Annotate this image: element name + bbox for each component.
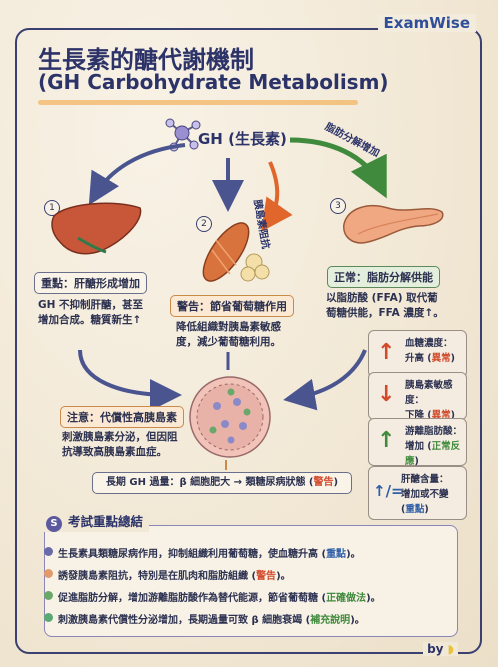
- node-1-desc-line2: 增加合成。糖質新生↑: [38, 314, 142, 326]
- islet-cell-icon: [189, 376, 271, 458]
- summary-item-2: 誘發胰島素阻抗，特別是在肌肉和脂肪組織 (警告)。: [44, 567, 291, 582]
- brand-logo: ExamWise: [377, 14, 476, 32]
- bullet-icon: [44, 547, 53, 556]
- hub-label: GH (生長素): [198, 130, 287, 148]
- title-chinese: 生長素的醣代謝機制: [38, 46, 254, 74]
- liver-icon: [51, 202, 142, 255]
- node-1-desc-line1: GH 不抑制肝醣，甚至: [38, 299, 144, 311]
- summary-item-4: 刺激胰島素代償性分泌增加，長期過量可致 β 細胞衰竭 (補充說明)。: [44, 611, 365, 626]
- node-1-box: 重點：肝醣形成增加: [34, 272, 147, 294]
- node-3-desc-line2: 萄糖供能，FFA 濃度↑。: [326, 307, 444, 319]
- node-2-desc-line2: 度，減少葡萄糖利用。: [176, 336, 281, 348]
- arrow-up-equal-icon: ↑/=: [373, 482, 404, 500]
- node-2-box: 警告：節省葡萄糖作用: [170, 295, 294, 317]
- long-term-tag: 警告: [313, 477, 334, 488]
- islet-desc-line2: 抗導致高胰島素血症。: [62, 446, 167, 458]
- muscle-fat-icon: [202, 222, 270, 282]
- step-number-3: 3: [330, 198, 346, 214]
- title-underline: [38, 100, 358, 105]
- title-english: (GH Carbohydrate Metabolism): [38, 70, 389, 94]
- bullet-icon: [44, 591, 53, 600]
- islet-desc-line1: 刺激胰島素分泌，但因阻: [62, 431, 178, 443]
- footer-credit: by ◗: [423, 642, 458, 656]
- summary-item-1: 生長素具類糖尿病作用，抑制組織利用葡萄糖，使血糖升高 (重點)。: [44, 545, 361, 560]
- side-card-insulin-sensitivity: ↓ 胰島素敏感度：下降 (異常): [368, 372, 467, 421]
- node-3-box: 正常：脂肪分解供能: [327, 266, 440, 288]
- summary-badge-icon: S: [46, 516, 62, 532]
- arrow-up-icon: ↑: [377, 340, 396, 365]
- long-term-warning: 長期 GH 過量：β 細胞肥大 → 類糖尿病狀態 (警告): [92, 472, 352, 494]
- side-card-blood-glucose: ↑ 血糖濃度：升高 (異常): [368, 330, 467, 378]
- side-card-ffa: ↑ 游離脂肪酸：增加 (正常反應): [368, 418, 467, 467]
- node-3-desc-line1: 以脂肪酸 (FFA) 取代葡: [326, 292, 438, 304]
- arrow-down-icon: ↓: [377, 382, 396, 407]
- side-card-glycogen: ↑/= 肝醣含量：增加或不變(重點): [368, 466, 467, 520]
- summary-panel: [44, 525, 458, 637]
- bullet-icon: [44, 569, 53, 578]
- arrow-up-icon: ↑: [377, 428, 396, 453]
- node-2-desc-line1: 降低組織對胰島素敏感: [176, 321, 281, 333]
- frame: [15, 28, 482, 654]
- summary-item-3: 促進脂肪分解，增加游離脂肪酸作為替代能源，節省葡萄糖 (正確做法)。: [44, 589, 381, 604]
- step-number-1: 1: [44, 200, 60, 216]
- step-number-2: 2: [196, 216, 212, 232]
- pancreas-icon: [343, 204, 444, 244]
- bullet-icon: [44, 613, 53, 622]
- banana-icon: ◗: [447, 642, 454, 656]
- islet-box: 注意：代償性高胰島素: [60, 406, 184, 428]
